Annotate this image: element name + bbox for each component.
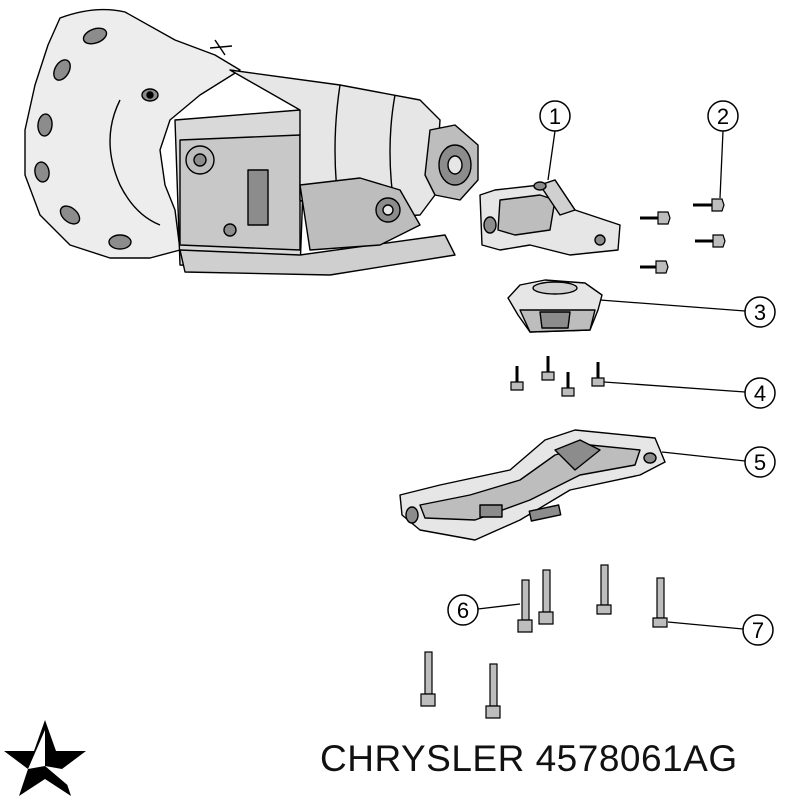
- svg-text:5: 5: [754, 450, 766, 475]
- leader-lines: [477, 130, 746, 630]
- stud-4c: [561, 372, 575, 397]
- svg-text:6: 6: [457, 598, 469, 623]
- bolt-2d: [640, 260, 669, 274]
- callout-6: 6: [447, 594, 479, 626]
- bolt-7a: [596, 564, 612, 615]
- svg-text:1: 1: [549, 104, 561, 129]
- mount-bracket: [479, 179, 621, 256]
- bolt-7b: [652, 577, 668, 628]
- svg-text:2: 2: [717, 104, 729, 129]
- callout-3: 3: [744, 296, 776, 328]
- bolt-6b: [538, 569, 554, 625]
- bolt-6a: [517, 579, 533, 633]
- bolt-2b: [640, 211, 671, 225]
- stud-4d: [591, 362, 605, 387]
- bell-housing-inner: [109, 99, 161, 226]
- bracket-bolts: [640, 198, 726, 274]
- stud-4b: [541, 356, 555, 381]
- svg-text:7: 7: [752, 618, 764, 643]
- bolt-6d: [485, 663, 501, 719]
- bell-housing: [24, 8, 241, 259]
- crossmember-bolts: [420, 564, 668, 719]
- callout-1: 1: [539, 100, 571, 132]
- transmission-assembly: [24, 8, 479, 276]
- bolt-2c: [695, 234, 726, 248]
- callout-7: 7: [742, 614, 774, 646]
- bolt-6c: [420, 651, 436, 707]
- chrysler-pentastar-logo-icon: [4, 720, 86, 796]
- isolator-mount: [507, 279, 603, 333]
- svg-text:4: 4: [754, 381, 766, 406]
- mount-studs: [510, 356, 605, 397]
- oil-pan: [179, 234, 456, 276]
- part-number: 4578061AG: [535, 738, 738, 779]
- bolt-2a: [693, 198, 725, 212]
- callout-4: 4: [744, 377, 776, 409]
- callout-2: 2: [707, 100, 739, 132]
- svg-text:3: 3: [754, 300, 766, 325]
- crossmember: [399, 429, 666, 541]
- brand-name: CHRYSLER: [320, 738, 525, 779]
- callout-5: 5: [744, 446, 776, 478]
- stud-4a: [510, 366, 524, 391]
- part-label: CHRYSLER 4578061AG: [320, 738, 792, 780]
